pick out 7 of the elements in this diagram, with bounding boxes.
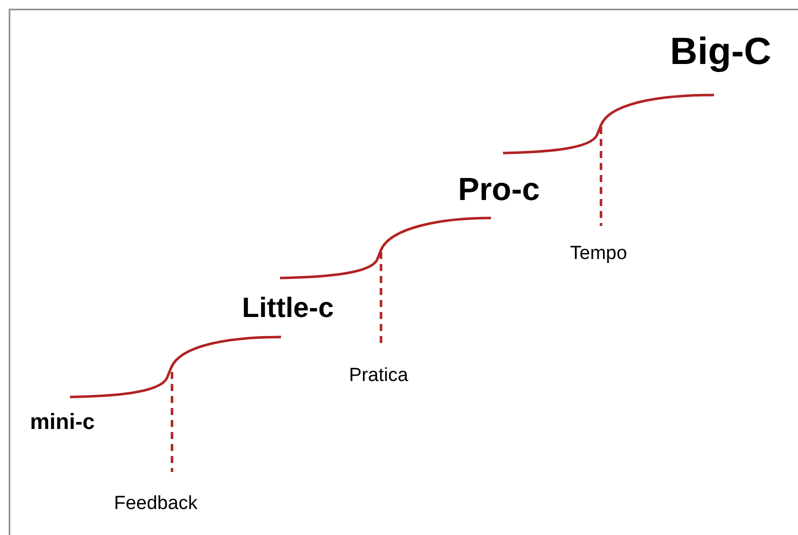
level-label: Pro-c <box>458 173 540 205</box>
step-label: Tempo <box>570 244 628 263</box>
level-label: Little-c <box>242 294 334 322</box>
step-label: Pratica <box>349 366 408 385</box>
step-label: Feedback <box>114 494 198 513</box>
level-label: mini-c <box>30 411 95 433</box>
level-label: Big-C <box>670 33 772 71</box>
